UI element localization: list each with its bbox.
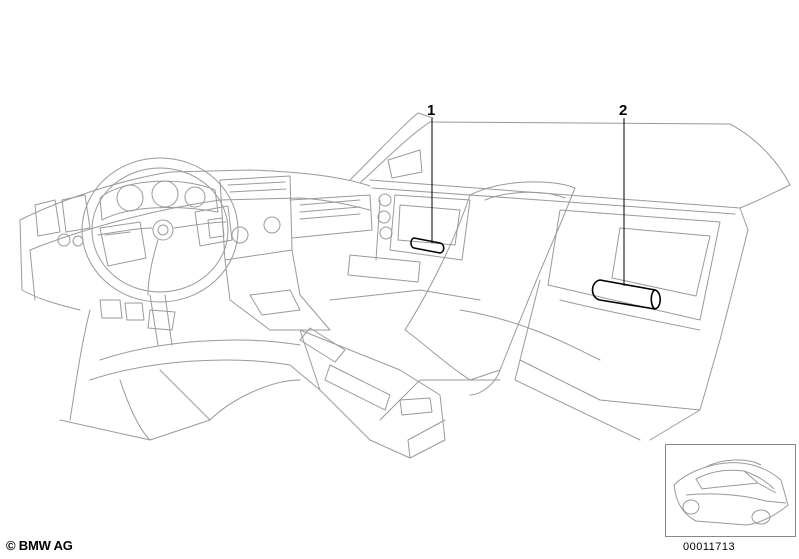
document-number: 00011713: [683, 541, 736, 553]
vehicle-thumbnail: [665, 444, 796, 537]
copyright-text: © BMW AG: [6, 538, 73, 553]
callout-2-label: 2: [619, 102, 627, 119]
car-interior-drawing: [19, 112, 791, 459]
part-1-grab-handle: [410, 237, 445, 254]
callout-leaders: [431, 118, 625, 286]
vehicle-thumbnail-drawing: [673, 459, 789, 526]
part-2-grab-handle: [591, 279, 662, 310]
callout-1-label: 1: [427, 102, 435, 119]
